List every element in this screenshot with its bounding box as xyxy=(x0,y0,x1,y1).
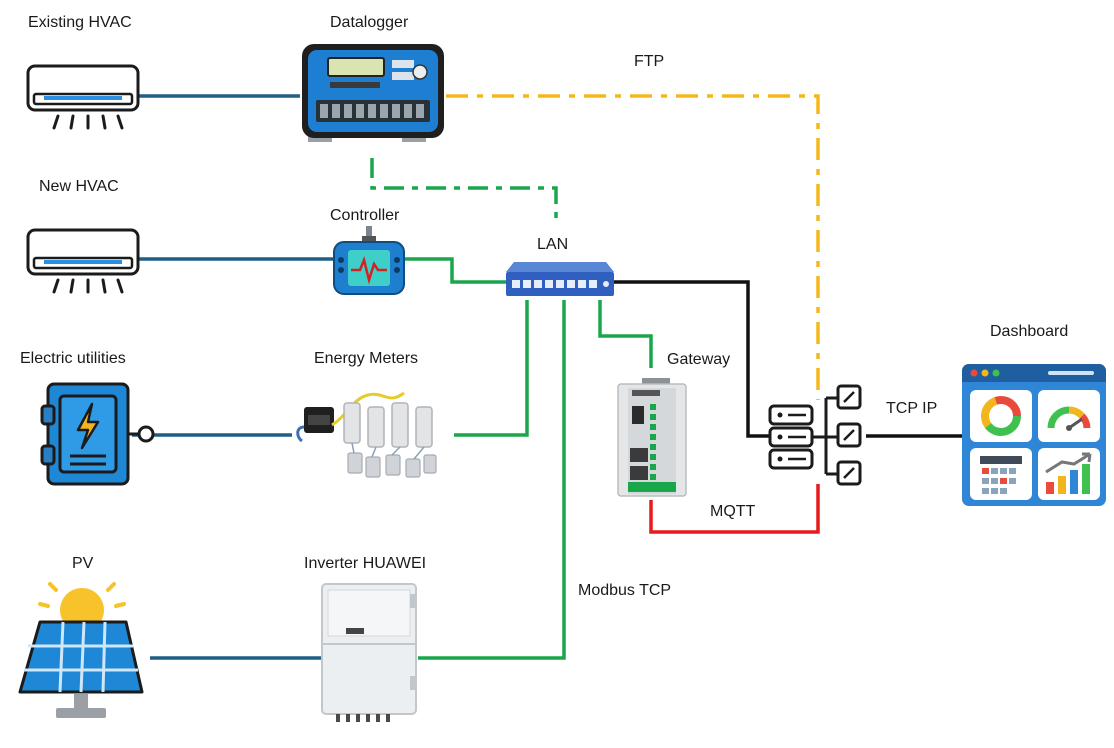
solar-panel-icon xyxy=(18,582,144,718)
label-tcp-ip: TCP IP xyxy=(886,400,938,417)
air-conditioner-icon xyxy=(26,228,140,294)
link-ftp xyxy=(446,94,820,400)
label-pv: PV xyxy=(72,555,94,572)
datalogger-icon xyxy=(302,44,444,142)
electrical-panel-icon xyxy=(40,382,155,486)
energy-meter-icon xyxy=(296,391,437,478)
label-existing-hvac: Existing HVAC xyxy=(28,14,132,31)
inverter-icon xyxy=(321,583,417,722)
label-energy-meters: Energy Meters xyxy=(314,350,419,367)
label-datalogger: Datalogger xyxy=(330,14,409,31)
link-inverter-lan xyxy=(418,300,566,660)
label-ftp: FTP xyxy=(634,53,665,70)
link-controller-lan xyxy=(400,257,506,284)
link-datalogger-lan xyxy=(370,158,558,218)
gateway-icon xyxy=(617,378,687,497)
label-lan: LAN xyxy=(537,236,569,253)
link-energy-meters-lan xyxy=(454,300,529,437)
link-mqtt xyxy=(649,484,820,534)
server-network-icon xyxy=(768,384,862,486)
label-electric-utilities: Electric utilities xyxy=(20,350,126,367)
label-gateway: Gateway xyxy=(667,351,731,368)
air-conditioner-icon xyxy=(26,64,140,130)
label-new-hvac: New HVAC xyxy=(39,178,119,195)
label-mqtt: MQTT xyxy=(710,503,756,520)
label-modbus-tcp: Modbus TCP xyxy=(578,582,672,599)
link-lan-gateway xyxy=(598,300,653,368)
network-switch-icon xyxy=(506,262,614,296)
dashboard-icon xyxy=(962,364,1106,506)
controller-icon xyxy=(333,226,405,295)
connections xyxy=(132,94,962,660)
label-dashboard: Dashboard xyxy=(990,323,1069,340)
label-inverter: Inverter HUAWEI xyxy=(304,555,427,572)
link-lan-server xyxy=(614,280,770,438)
label-controller: Controller xyxy=(330,207,400,224)
